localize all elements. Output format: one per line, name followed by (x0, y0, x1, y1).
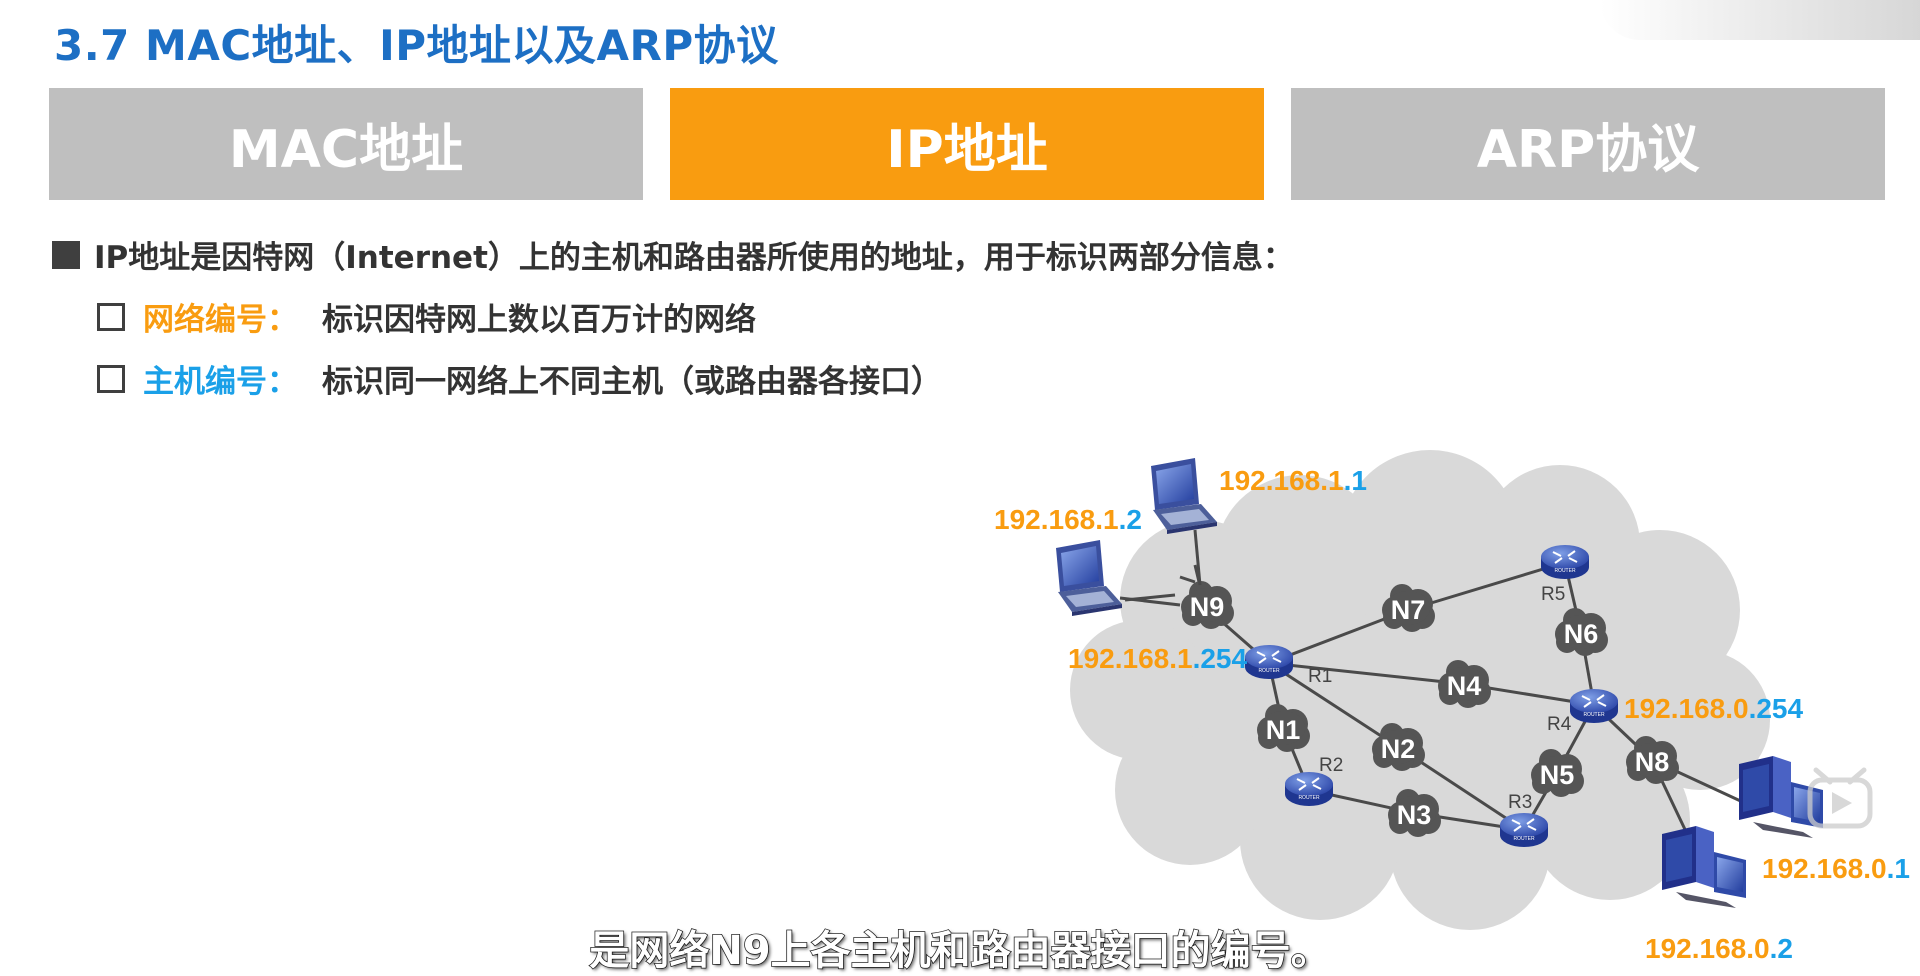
ip-dot: . (1193, 643, 1201, 674)
router-r3: R3 (1499, 792, 1549, 848)
ip-network-part: 192.168.0 (1624, 693, 1749, 724)
section-tabs: MAC地址 IP地址 ARP协议 (49, 88, 1885, 200)
ip-dot: . (1119, 504, 1127, 535)
network-label-n3: N3 (1397, 800, 1432, 830)
network-node-n7: N7 (1382, 584, 1435, 632)
ip-network-part: 192.168.1 (1219, 465, 1344, 496)
sub-item-key: 网络编号： (143, 302, 298, 338)
sub-item-key: 主机编号： (143, 364, 298, 400)
router-label-r1: R1 (1308, 666, 1332, 687)
empty-square-bullet-icon (97, 302, 125, 331)
sub-item-network-number: 网络编号： 标识因特网上数以百万计的网络 (97, 294, 756, 339)
router-label-r4: R4 (1547, 714, 1572, 735)
network-node-n3: N3 (1388, 789, 1441, 837)
main-bullet-text: IP地址是因特网（Internet）上的主机和路由器所使用的地址，用于标识两部分… (94, 240, 1294, 276)
laptop-icon (1151, 458, 1217, 534)
router-r2: R2 (1284, 755, 1343, 807)
tab-ip-address[interactable]: IP地址 (670, 88, 1264, 200)
router-label-r3: R3 (1508, 792, 1532, 813)
network-node-n5: N5 (1531, 749, 1584, 797)
router-r1: R1 (1244, 644, 1332, 687)
laptop2-link (1119, 596, 1181, 607)
ip-label-laptop1: 192.168.1.1 (1219, 465, 1367, 496)
network-node-n9: N9 (1181, 581, 1234, 629)
ip-network-part: 192.168.1 (994, 504, 1119, 535)
router-r4: R4 (1547, 688, 1619, 735)
tab-arp-protocol[interactable]: ARP协议 (1291, 88, 1885, 200)
page-title: 3.7 MAC地址、IP地址以及ARP协议 (54, 21, 779, 70)
ip-host-part: 254 (1200, 643, 1247, 674)
ip-network-part: 192.168.0 (1762, 853, 1887, 884)
sub-item-host-number: 主机编号： 标识同一网络上不同主机（或路由器各接口） (97, 356, 942, 401)
network-label-n2: N2 (1381, 734, 1416, 764)
ip-network-part: 192.168.1 (1068, 643, 1193, 674)
sub-item-desc: 标识同一网络上不同主机（或路由器各接口） (322, 364, 942, 400)
ip-host-part: 2 (1777, 933, 1793, 964)
network-label-n1: N1 (1266, 715, 1301, 745)
ip-dot: . (1344, 465, 1352, 496)
network-node-n8: N8 (1626, 736, 1679, 784)
main-bullet: IP地址是因特网（Internet）上的主机和路由器所使用的地址，用于标识两部分… (52, 232, 1294, 277)
ip-label-r4: 192.168.0.254 (1624, 693, 1804, 724)
laptop1-link (1179, 575, 1196, 584)
play-overlay-icon[interactable] (1807, 767, 1873, 829)
router-r5: R5 (1540, 544, 1590, 605)
sub-item-desc: 标识因特网上数以百万计的网络 (322, 302, 756, 338)
router-label-r5: R5 (1541, 584, 1565, 605)
network-node-n1: N1 (1257, 704, 1310, 752)
network-node-n2: N2 (1372, 723, 1425, 771)
network-label-n9: N9 (1190, 592, 1225, 622)
ip-host-part: 254 (1756, 693, 1803, 724)
corner-overlay (1600, 0, 1920, 40)
network-label-n5: N5 (1540, 760, 1575, 790)
network-label-n7: N7 (1391, 595, 1426, 625)
network-label-n4: N4 (1447, 671, 1482, 701)
ip-label-pc1: 192.168.0.1 (1762, 853, 1910, 884)
empty-square-bullet-icon (97, 364, 125, 393)
ip-dot: . (1749, 693, 1757, 724)
ip-network-part: 192.168.0 (1645, 933, 1770, 964)
ip-host-part: 1 (1894, 853, 1910, 884)
filled-square-bullet-icon (52, 240, 80, 269)
ip-host-part: 1 (1351, 465, 1367, 496)
ip-dot: . (1770, 933, 1778, 964)
desktop-pc-icon (1662, 826, 1746, 908)
ip-address-labels: 192.168.1.1 192.168.1.2 192.168.1.254 19… (994, 465, 1910, 964)
ip-dot: . (1887, 853, 1895, 884)
ip-label-pc2: 192.168.0.2 (1645, 933, 1793, 964)
network-label-n8: N8 (1635, 747, 1670, 777)
tab-mac-address[interactable]: MAC地址 (49, 88, 643, 200)
laptop1-link-2 (1193, 529, 1202, 586)
network-label-n6: N6 (1564, 619, 1599, 649)
router-label-r2: R2 (1319, 755, 1343, 776)
ip-host-part: 2 (1126, 504, 1142, 535)
subtitle-caption: 是网络N9上各主机和路由器接口的编号。 (589, 927, 1332, 975)
network-node-n6: N6 (1555, 608, 1608, 656)
ip-label-laptop2: 192.168.1.2 (994, 504, 1142, 535)
ip-label-r1: 192.168.1.254 (1068, 643, 1248, 674)
laptop-icon (1056, 540, 1122, 616)
network-node-n4: N4 (1438, 660, 1491, 708)
